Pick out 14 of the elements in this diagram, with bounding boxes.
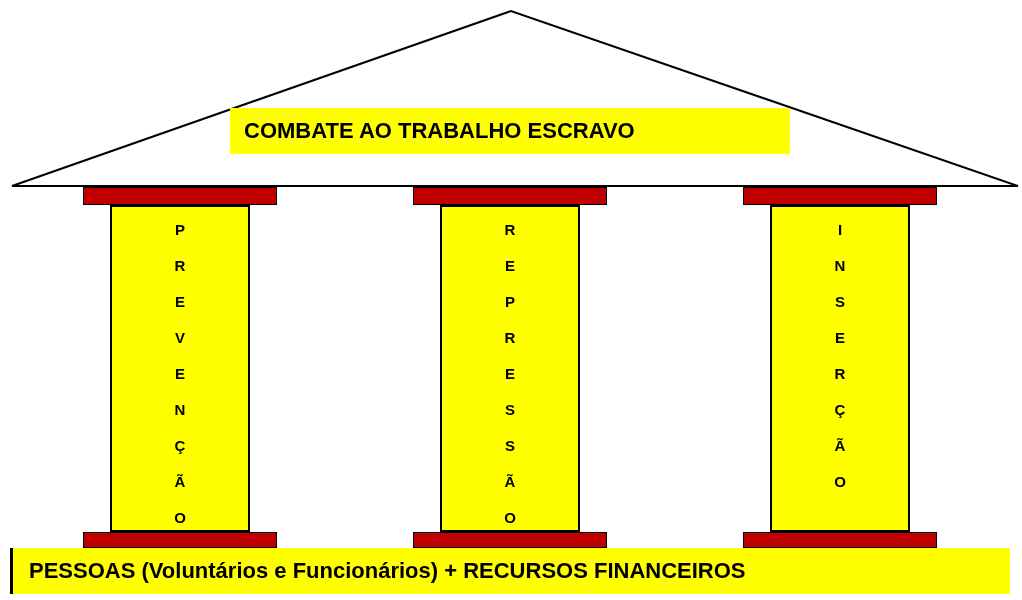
pillar-capital (743, 187, 937, 205)
pillar-plinth (413, 532, 607, 548)
pillar-shaft (770, 205, 910, 532)
pillar-capital (413, 187, 607, 205)
pillar-label: PREVENÇÃO (171, 221, 189, 545)
pillar-shaft (440, 205, 580, 532)
pillar-shaft (110, 205, 250, 532)
pillar-plinth (743, 532, 937, 548)
pillar-plinth (83, 532, 277, 548)
pillar-label: REPRESSÃO (501, 221, 519, 545)
roof-label: COMBATE AO TRABALHO ESCRAVO (230, 108, 790, 154)
foundation-band: PESSOAS (Voluntários e Funcionários) + RECURSOS FINANCEIROS (10, 548, 1010, 594)
pillar-label: INSERÇÃO (831, 221, 849, 509)
pillar-capital (83, 187, 277, 205)
